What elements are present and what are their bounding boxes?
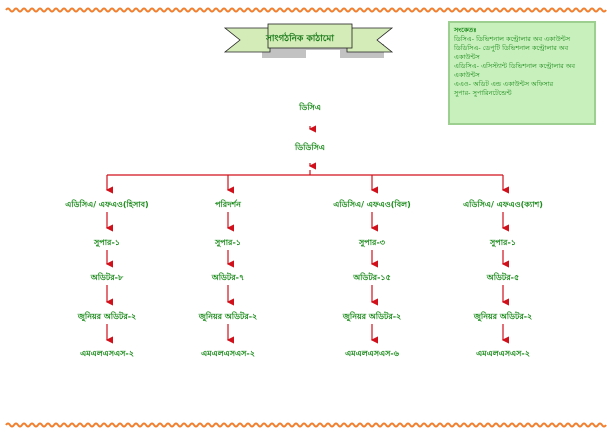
node-mlss: এমএলএসএস-২ (80, 349, 134, 358)
node-junior: জুনিয়র অডিটর-২ (342, 312, 402, 321)
legend-item: এএও- অডিট এন্ড একাউন্টস অফিসার (454, 80, 554, 88)
legend-box: সংকেতঃ ডিসিএ- ডিভিশনাল কন্ট্রোলার অব একা… (448, 21, 596, 125)
node-junior: জুনিয়র অডিটর-২ (198, 312, 258, 321)
node-super: সুপার-১ (215, 238, 241, 247)
node-junior: জুনিয়র অডিটর-২ (473, 312, 533, 321)
node-mlss: এমএলএসএস-২ (476, 349, 530, 358)
node-super: সুপার-১ (490, 238, 516, 247)
node-auditor: অডিটর-৫ (486, 273, 520, 282)
top-wave-border (5, 7, 607, 13)
node-auditor: অডিটর-৭ (211, 273, 245, 282)
node-mlss: এমএলএসএস-২ (201, 349, 255, 358)
node-auditor: অডিটর-১৫ (353, 273, 391, 282)
chart-title: সাংগঠনিক কাঠামো (265, 34, 335, 44)
node-super: সুপার-১ (94, 238, 120, 247)
node-head: এডিসিএ/ এফএও(বিল) (333, 200, 411, 209)
node-super: সুপার-৩ (359, 238, 385, 247)
title-banner (222, 23, 400, 58)
legend-item: সুপার- সুপারিনটেন্ডেন্ট (454, 89, 512, 97)
node-junior: জুনিয়র অডিটর-২ (77, 312, 137, 321)
legend-item: ডিসিএ- ডিভিশনাল কন্ট্রোলার অব একাউন্টস (454, 35, 571, 43)
node-ddca: ডিডিসিএ (294, 143, 326, 152)
legend-item: এডিসিএ- এসিস্ট্যান্ট ডিভিশনাল কন্ট্রোলার… (454, 62, 576, 79)
node-mlss: এমএলএসএস-৬ (345, 349, 399, 358)
node-dca: ডিসিএ (299, 103, 321, 112)
legend-heading: সংকেতঃ (454, 26, 477, 34)
legend-item: ডিডিসিএ- ডেপুটি ডিভিশনাল কন্ট্রোলার অব এ… (454, 44, 569, 61)
node-auditor: অডিটর-৮ (90, 273, 124, 282)
node-head: পরিদর্শন (215, 200, 241, 209)
node-head: এডিসিএ/ এফএও(ক্যাশ) (463, 200, 543, 209)
node-head: এডিসিএ/ এফএও(হিসাব) (65, 200, 149, 209)
bottom-wave-border (5, 422, 607, 428)
